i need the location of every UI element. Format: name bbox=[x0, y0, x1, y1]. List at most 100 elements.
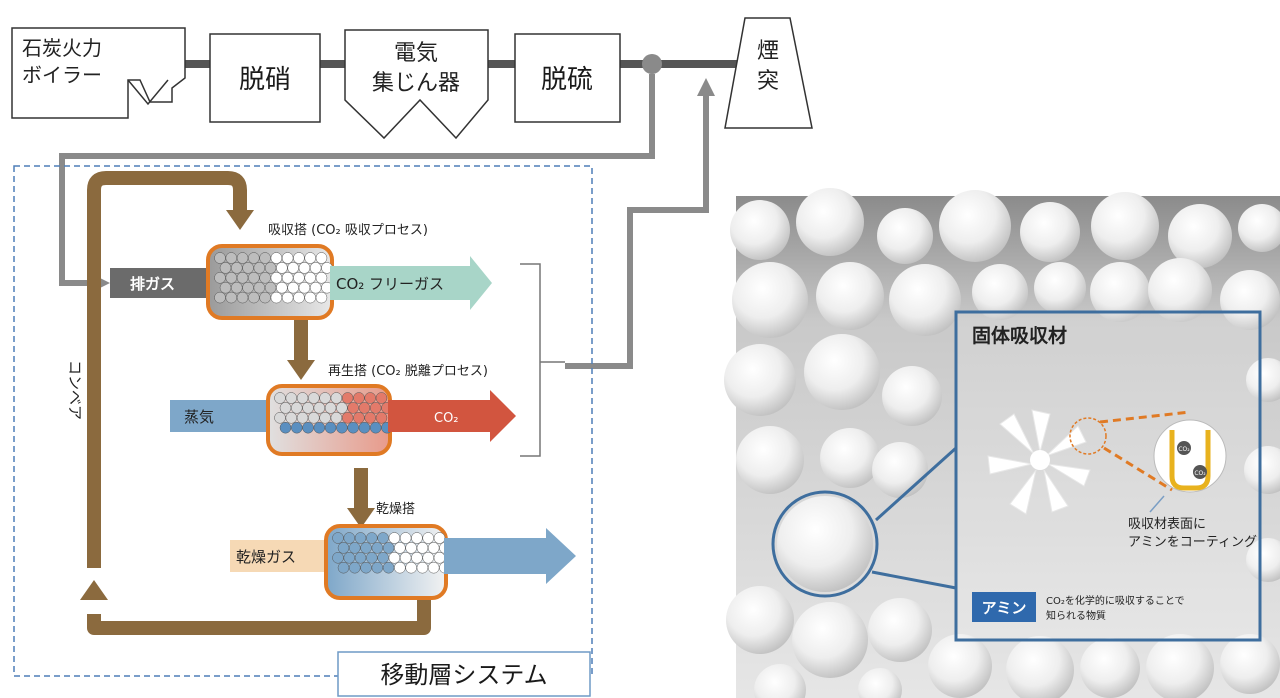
sorbent-ball bbox=[330, 392, 343, 404]
sorbent-ball bbox=[236, 252, 249, 264]
bead bbox=[726, 586, 794, 654]
sorbent-ball bbox=[382, 542, 395, 554]
co2-arrow bbox=[388, 390, 516, 442]
sorbent-ball bbox=[371, 561, 384, 574]
sorbent-ball bbox=[371, 542, 384, 554]
desulfurization-box bbox=[514, 33, 621, 123]
sorbent-ball bbox=[360, 542, 372, 554]
sorbent-ball bbox=[264, 262, 277, 274]
bead bbox=[882, 366, 942, 426]
dry-gas-arrow bbox=[230, 540, 336, 572]
sorbent-ball bbox=[330, 412, 343, 424]
precipitator-box bbox=[344, 29, 489, 140]
sorbent-ball bbox=[324, 402, 337, 414]
co2-bubble-1 bbox=[1177, 441, 1191, 455]
sorbent-ball bbox=[276, 262, 288, 274]
exhaust-bypass-line bbox=[59, 74, 655, 286]
sorbent-ball bbox=[416, 561, 429, 574]
regenerator-title: 再生搭 (CO₂ 脱離プロセス) bbox=[328, 363, 488, 379]
sorbent-ball bbox=[369, 402, 382, 414]
bead bbox=[1080, 638, 1140, 698]
co2-label: CO₂ bbox=[434, 411, 459, 426]
sorbent-ball bbox=[225, 291, 238, 304]
sorbent-ball bbox=[302, 421, 314, 434]
sorbent-ball bbox=[324, 421, 337, 434]
sorbent-ball bbox=[293, 272, 305, 284]
exhaust-label: 排ガス bbox=[130, 275, 175, 293]
sorbent-ball bbox=[308, 392, 320, 404]
bead bbox=[1220, 270, 1280, 330]
sorbent-ball bbox=[225, 272, 238, 284]
sorbent-ball bbox=[332, 552, 344, 564]
sorbent-ball bbox=[248, 272, 260, 284]
sorbent-ball bbox=[388, 532, 401, 544]
bead bbox=[1246, 538, 1280, 582]
return-to-chimney-line bbox=[565, 92, 709, 369]
sorbent-ball bbox=[285, 392, 298, 404]
sorbent-ball bbox=[427, 561, 440, 574]
sorbent-ball bbox=[298, 262, 311, 274]
sorbent-ball bbox=[276, 281, 288, 294]
sorbent-ball bbox=[248, 291, 260, 304]
sorbent-ball bbox=[411, 532, 423, 544]
sorbent-ball bbox=[274, 392, 286, 404]
bead bbox=[939, 190, 1011, 262]
sorbent-ball bbox=[253, 281, 266, 294]
sorbent-ball bbox=[369, 421, 382, 434]
steam-label: 蒸気 bbox=[184, 408, 214, 426]
svg-text:CO₂: CO₂ bbox=[1178, 446, 1190, 453]
sorbent-ball bbox=[270, 291, 283, 304]
sorbent-ball bbox=[315, 272, 328, 284]
sorbent-ball bbox=[304, 272, 316, 284]
sorbent-ball bbox=[422, 552, 434, 564]
amine-desc-1: CO₂を化学的に吸収することで bbox=[1046, 594, 1185, 607]
bead bbox=[1246, 358, 1280, 402]
denitration-box bbox=[209, 33, 321, 123]
sorbent-ball bbox=[366, 532, 378, 544]
sorbent-ball bbox=[382, 561, 395, 574]
sorbent-ball bbox=[309, 262, 322, 274]
sorbent-ball bbox=[253, 262, 266, 274]
denitration-label: 脱硝 bbox=[239, 65, 291, 95]
desulfurization-label: 脱硫 bbox=[541, 65, 593, 95]
sorbent-crosssection-icon bbox=[987, 409, 1091, 515]
sorbent-ball bbox=[259, 291, 271, 304]
bead bbox=[816, 262, 884, 330]
sorbent-ball bbox=[219, 281, 232, 294]
bead bbox=[796, 188, 864, 256]
bead bbox=[868, 598, 932, 662]
precipitator-label-1: 電気 bbox=[394, 41, 438, 66]
sorbent-ball bbox=[293, 291, 305, 304]
conveyor-label: コンベア bbox=[66, 360, 84, 420]
chimney-shape bbox=[724, 17, 813, 129]
flue-gas-pipeline: 石炭火力 ボイラー 脱硝 電気 集じん器 脱硫 煙 突 bbox=[11, 17, 813, 140]
sorbent-ball bbox=[242, 262, 254, 274]
sorbent-ball bbox=[264, 281, 277, 294]
sorbent-ball bbox=[336, 421, 348, 434]
bracket bbox=[520, 263, 565, 457]
sorbent-ball bbox=[293, 252, 305, 264]
amine-desc-2: 知られる物質 bbox=[1046, 609, 1106, 622]
highlighted-bead bbox=[777, 496, 873, 592]
sorbent-ball bbox=[287, 281, 299, 294]
bead bbox=[754, 664, 806, 698]
junction-dot bbox=[642, 54, 662, 74]
bead bbox=[820, 428, 880, 488]
dry-gas-label: 乾燥ガス bbox=[236, 548, 296, 566]
bead bbox=[1034, 262, 1086, 314]
bead bbox=[1220, 634, 1280, 694]
sorbent-ball bbox=[416, 542, 429, 554]
sorbent-ball bbox=[341, 392, 354, 404]
sorbent-ball bbox=[281, 291, 294, 304]
sorbent-ball bbox=[375, 412, 388, 424]
sorbent-ball bbox=[347, 402, 359, 414]
bead bbox=[877, 208, 933, 264]
panel-title: 固体吸収材 bbox=[972, 324, 1067, 347]
sorbent-ball bbox=[242, 281, 254, 294]
sorbent-photo: 固体吸収材 CO₂ CO₂ 吸収材表面に アミンをコーティング アミン CO₂を… bbox=[724, 188, 1280, 698]
sorbent-ball bbox=[319, 392, 331, 404]
sorbent-ball bbox=[353, 412, 365, 424]
sorbent-ball bbox=[296, 412, 309, 424]
sorbent-ball bbox=[336, 402, 348, 414]
